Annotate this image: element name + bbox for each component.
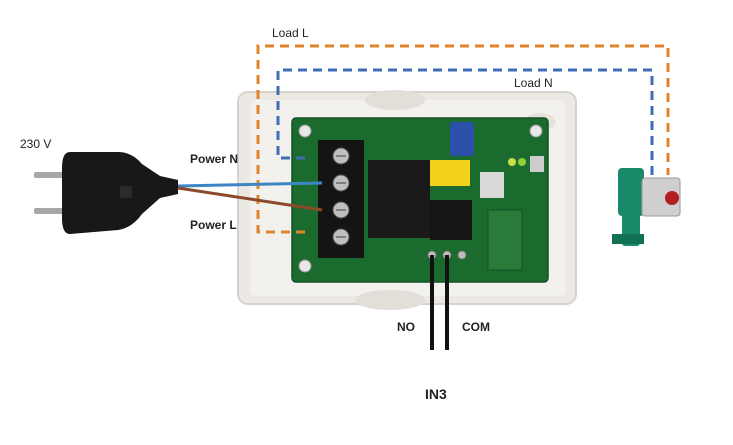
power-l-label: Power L (190, 218, 237, 232)
relay-board-image (291, 117, 549, 283)
power-n-label: Power N (190, 152, 239, 166)
power-n-wire (177, 181, 323, 188)
load-n-wire (276, 68, 654, 175)
load-n-label: Load N (514, 76, 553, 90)
circulator-pump-icon (612, 168, 681, 246)
com-label: COM (462, 320, 490, 334)
voltage-label: 230 V (20, 137, 52, 151)
load-l-label: Load L (272, 26, 309, 40)
no-label: NO (397, 320, 415, 334)
load-l-wire (256, 44, 670, 234)
power-plug-icon (34, 152, 178, 234)
input-label: IN3 (425, 386, 447, 402)
power-l-wire (177, 186, 323, 212)
